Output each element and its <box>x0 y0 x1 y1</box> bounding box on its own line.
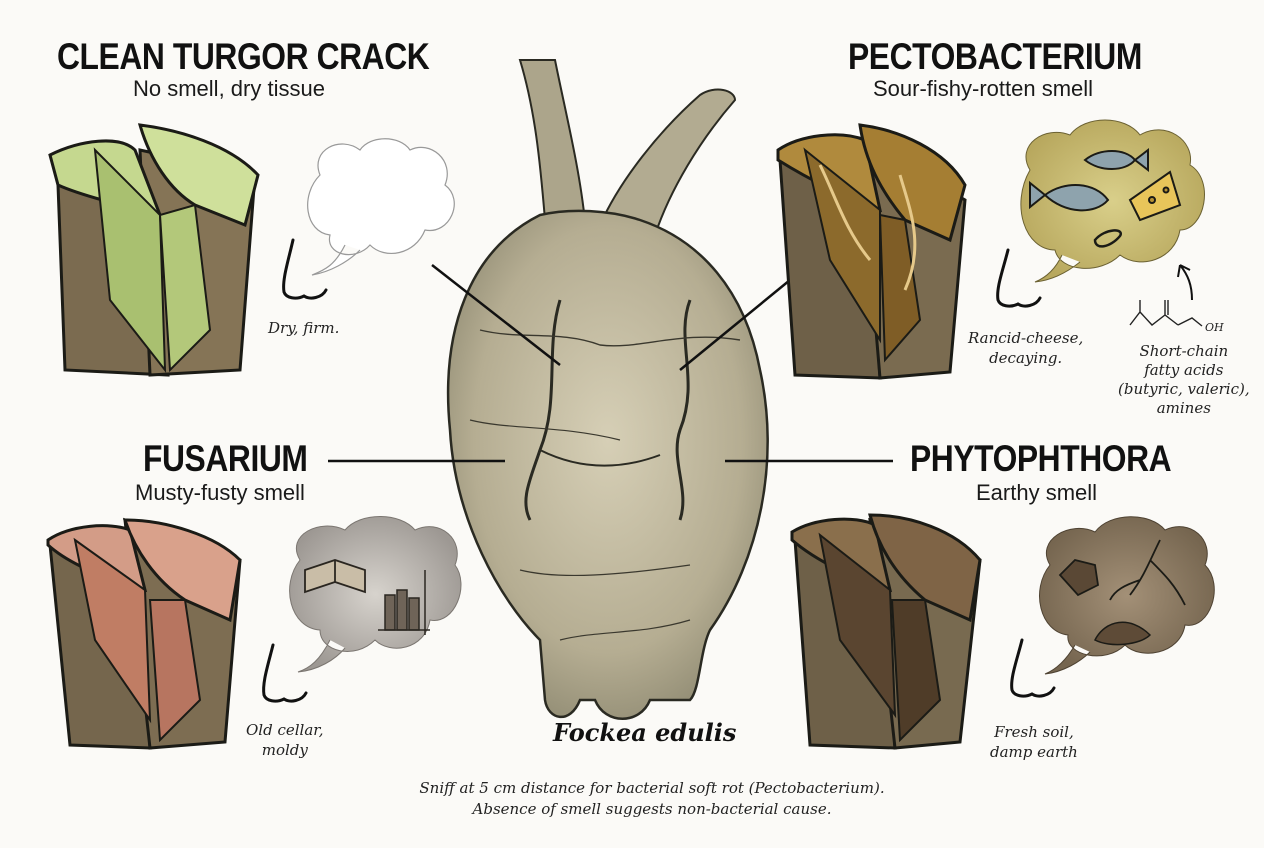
leader-lines <box>328 264 893 463</box>
arrow-icon <box>1177 264 1193 301</box>
pecto-note-line-2: decaying. <box>989 349 1063 367</box>
fusarium-stump-illustration <box>46 517 242 750</box>
phyto-title: PHYTOPHTHORA <box>910 438 1172 479</box>
phyto-note-line-2: damp earth <box>990 743 1078 761</box>
molecule-structure-icon <box>1129 300 1203 327</box>
pecto-stump-illustration <box>776 123 967 380</box>
amine-drop-icon <box>1093 229 1123 248</box>
clean-stump-illustration <box>48 123 260 377</box>
pecto-chem-line-3: (butyric, valeric), <box>1118 380 1250 398</box>
open-book-icon <box>304 559 366 594</box>
phyto-subtitle: Earthy smell <box>976 480 1098 505</box>
fusarium-note: Old cellar, moldy <box>246 720 324 760</box>
pecto-chem-oh: OH <box>1205 321 1224 334</box>
nose-icon-pecto <box>996 248 1042 308</box>
cheese-icon <box>1128 170 1182 222</box>
footer-instructions: Sniff at 5 cm distance for bacterial sof… <box>332 778 972 820</box>
pecto-subtitle: Sour-fishy-rotten smell <box>873 76 1094 101</box>
phyto-note: Fresh soil, damp earth <box>990 722 1078 762</box>
nose-icon-fusarium <box>262 643 308 703</box>
nose-icon-phyto <box>1010 638 1056 698</box>
fusarium-smell-cloud <box>289 516 462 673</box>
phyto-note-line-1: Fresh soil, <box>994 723 1074 741</box>
fockea-caudex-illustration <box>446 59 769 720</box>
fusarium-note-line-1: Old cellar, <box>246 721 324 739</box>
empty-smell-cloud <box>307 138 455 276</box>
pecto-chem-note: Short-chain fatty acids (butyric, valeri… <box>1118 342 1250 418</box>
fusarium-note-line-2: moldy <box>261 741 308 759</box>
clean-title: CLEAN TURGOR CRACK <box>57 36 430 77</box>
books-icon <box>378 570 430 635</box>
pecto-note: Rancid-cheese, decaying. <box>968 328 1083 368</box>
species-label: Fockea edulis <box>553 718 737 747</box>
footer-line-2: Absence of smell suggests non-bacterial … <box>472 800 832 818</box>
clean-note: Dry, firm. <box>268 319 340 337</box>
fish-icon <box>1029 147 1149 212</box>
phyto-stump-illustration <box>790 513 982 750</box>
roots-icon <box>1109 539 1186 606</box>
pecto-chem-line-1: Short-chain <box>1139 342 1229 360</box>
pecto-chem-line-2: fatty acids <box>1144 361 1224 379</box>
fusarium-subtitle: Musty-fusty smell <box>135 480 305 505</box>
pecto-smell-cloud <box>1020 119 1205 327</box>
soil-pile-icon <box>1094 621 1152 646</box>
nose-icon-clean <box>282 238 328 300</box>
phyto-smell-cloud <box>1039 516 1215 675</box>
pecto-note-line-1: Rancid-cheese, <box>968 329 1084 347</box>
soil-clod-icon <box>1058 559 1099 597</box>
fusarium-title: FUSARIUM <box>143 438 308 479</box>
clean-subtitle: No smell, dry tissue <box>133 76 325 101</box>
pecto-chem-line-4: amines <box>1156 399 1211 417</box>
pecto-title: PECTOBACTERIUM <box>848 36 1142 77</box>
footer-line-1: Sniff at 5 cm distance for bacterial sof… <box>419 779 885 797</box>
